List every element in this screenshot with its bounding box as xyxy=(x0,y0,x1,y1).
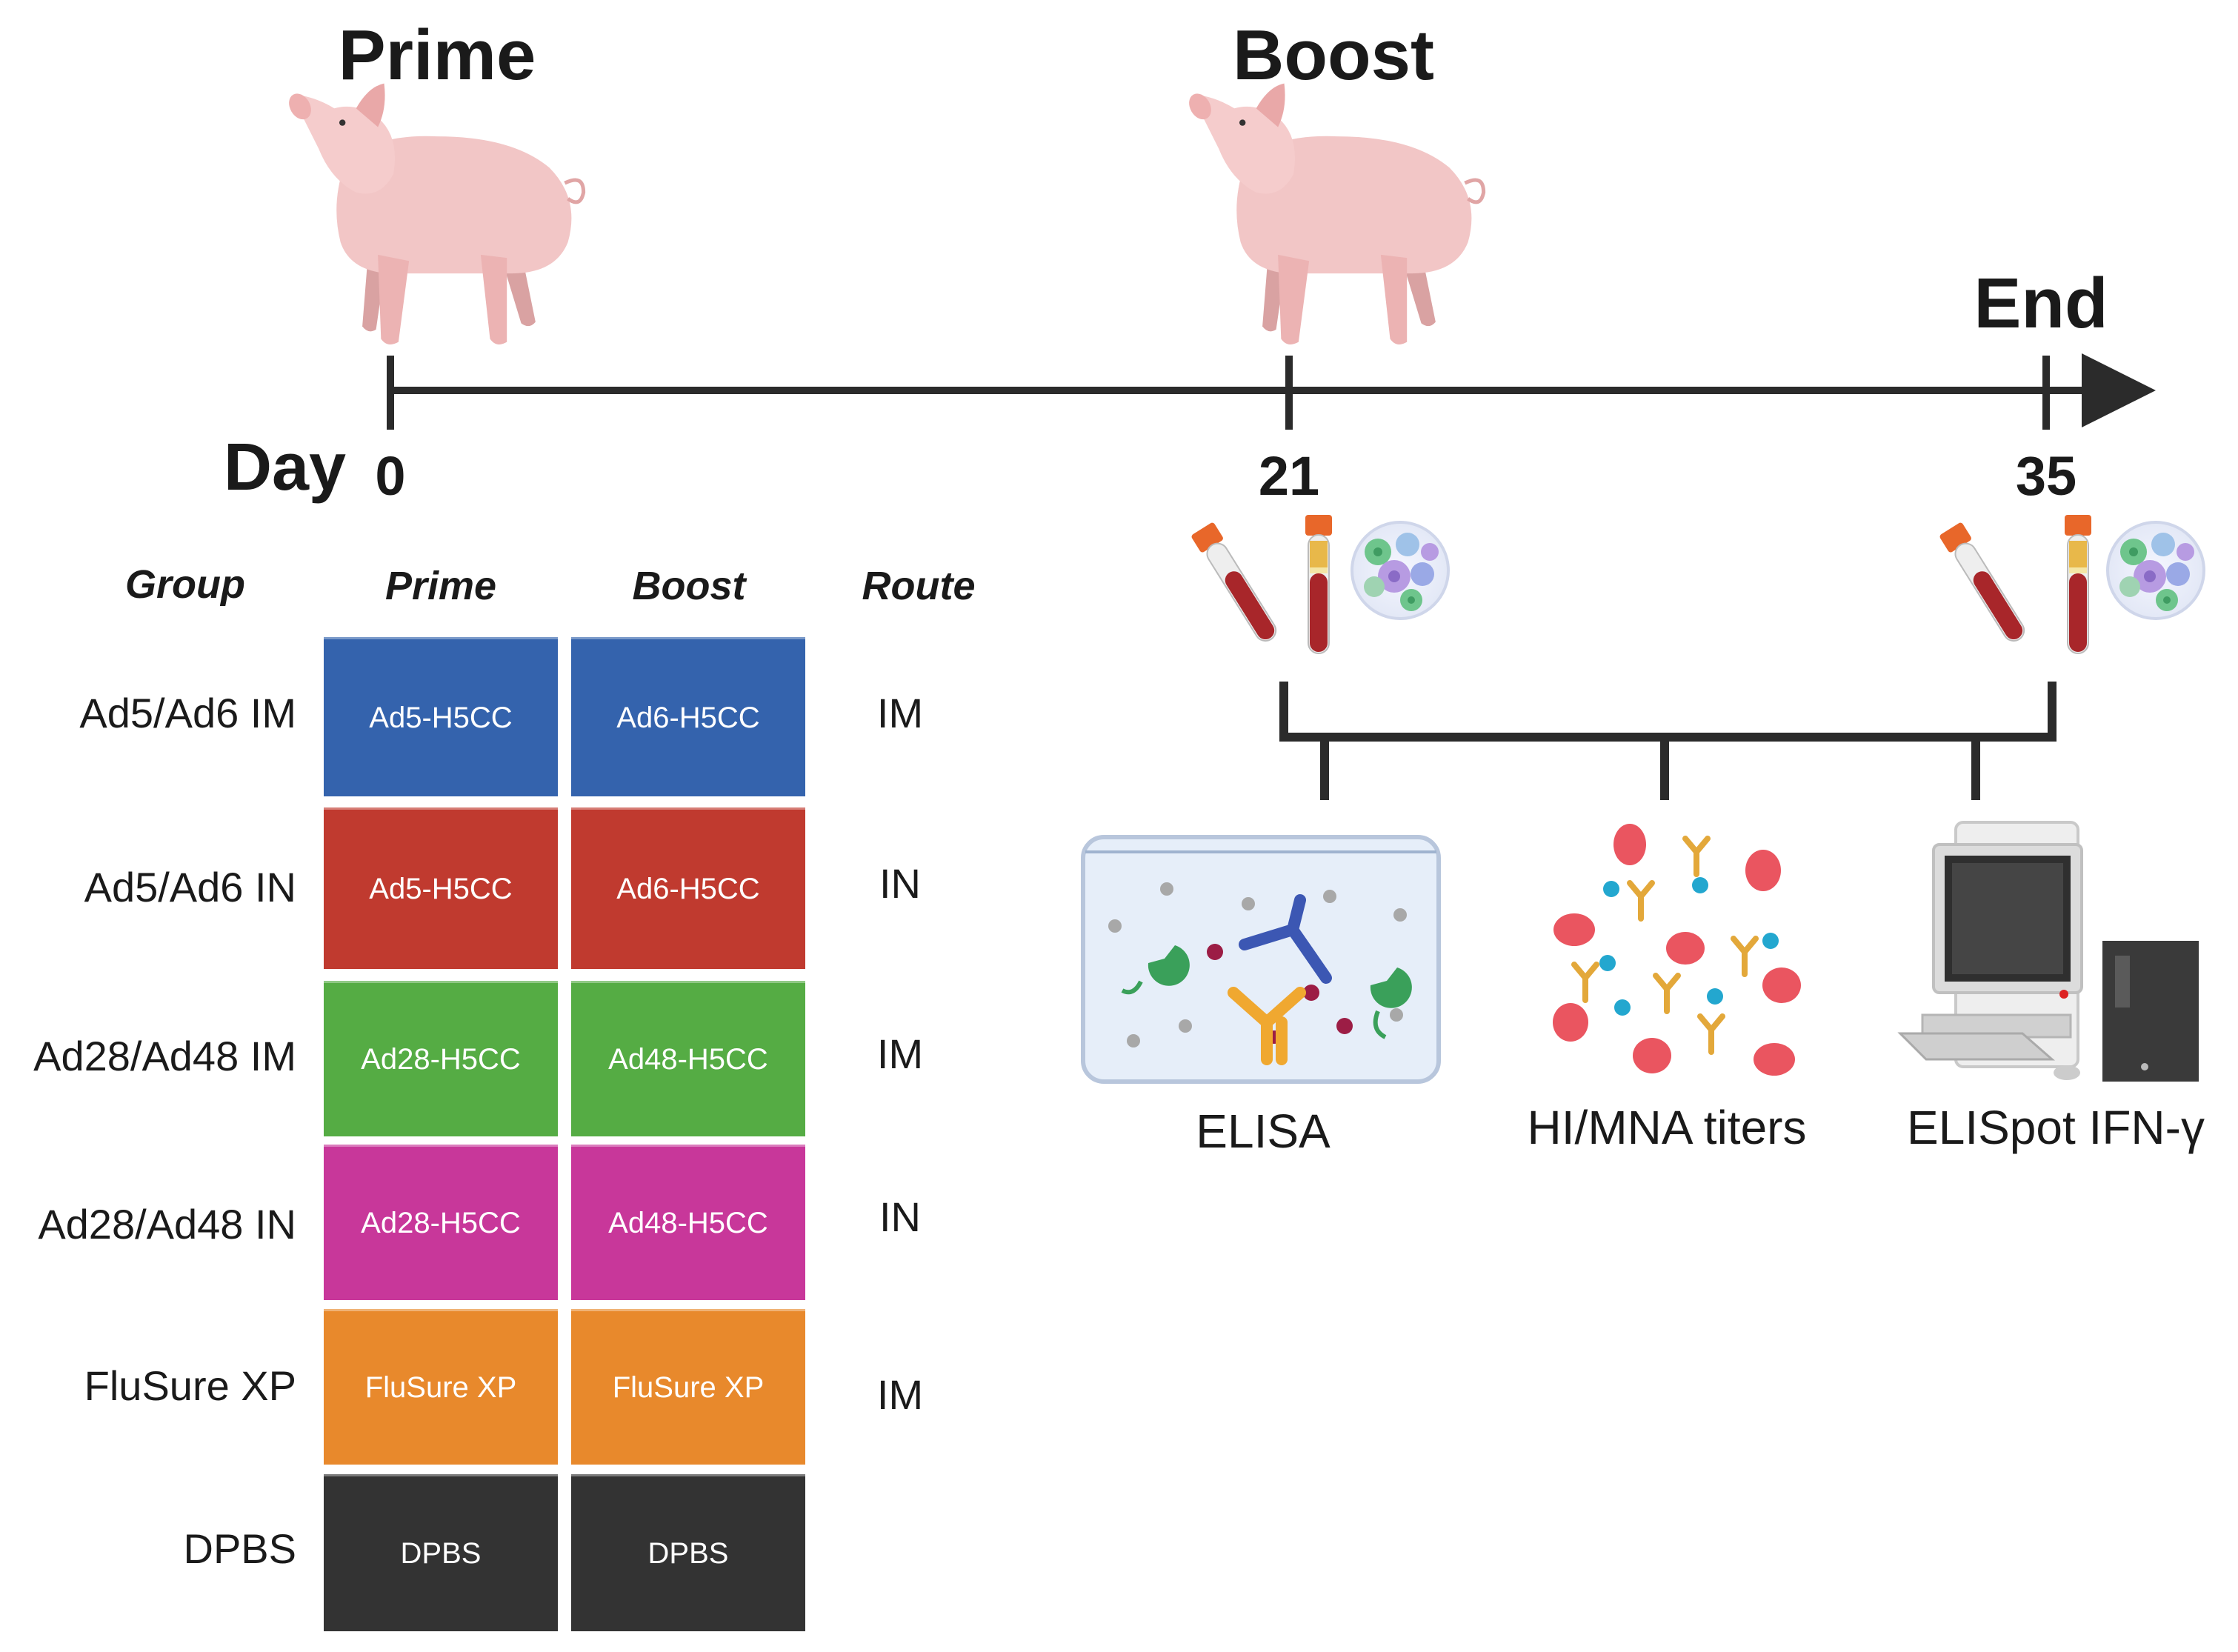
day-label: Day xyxy=(224,430,347,504)
boost-cell: Ad48-H5CC xyxy=(571,1145,805,1300)
group-label: Ad5/Ad6 IM xyxy=(79,690,296,736)
group-label: DPBS xyxy=(183,1525,297,1572)
header-route: Route xyxy=(862,564,976,608)
group-label: Ad28/Ad48 IN xyxy=(38,1201,296,1248)
cells-icon xyxy=(1351,521,1450,620)
boost-cell: Ad6-H5CC xyxy=(571,807,805,969)
prime-cell: FluSure XP xyxy=(324,1309,558,1465)
prime-cell: Ad5-H5CC xyxy=(324,807,558,969)
prime-cell: DPBS xyxy=(324,1474,558,1631)
route-label: IM xyxy=(876,1371,924,1418)
blood-tube-icon xyxy=(1190,521,1283,647)
phase-boost-label: Boost xyxy=(1233,16,1434,95)
prime-cell: Ad28-H5CC xyxy=(324,1145,558,1300)
group-label: FluSure XP xyxy=(84,1362,296,1409)
pig-icon-boost xyxy=(1185,84,1484,344)
assay-elispot-label: ELISpot IFN-γ xyxy=(1907,1101,2205,1154)
phase-end-label: End xyxy=(1974,264,2108,343)
boost-cell: Ad6-H5CC xyxy=(571,637,805,796)
hi-assay-icon xyxy=(1553,824,1801,1076)
prime-cell: Ad28-H5CC xyxy=(324,981,558,1136)
phase-prime-label: Prime xyxy=(338,16,536,95)
assay-hi-mna-label: HI/MNA titers xyxy=(1527,1101,1807,1154)
assay-elisa-label: ELISA xyxy=(1196,1105,1331,1158)
blood-tube-icon xyxy=(1305,514,1333,654)
group-label: Ad5/Ad6 IN xyxy=(84,864,296,910)
boost-cell: FluSure XP xyxy=(571,1309,805,1465)
boost-cell: DPBS xyxy=(571,1474,805,1631)
prime-cell: Ad5-H5CC xyxy=(324,637,558,796)
group-label: Ad28/Ad48 IM xyxy=(33,1033,296,1079)
day-0-label: 0 xyxy=(375,445,406,507)
route-label: IN xyxy=(879,860,921,907)
day-21-label: 21 xyxy=(1258,445,1320,507)
day-35-label: 35 xyxy=(2015,445,2077,507)
sample-bracket xyxy=(1279,682,2057,742)
header-prime: Prime xyxy=(384,564,497,608)
boost-cell: Ad48-H5CC xyxy=(571,981,805,1136)
cells-icon xyxy=(2106,521,2205,620)
blood-tube-icon xyxy=(1938,521,2031,647)
route-label: IM xyxy=(876,1030,924,1077)
header-boost: Boost xyxy=(632,564,746,608)
elisa-plate-icon xyxy=(1081,835,1441,1084)
route-label: IM xyxy=(876,690,924,736)
elispot-reader-icon xyxy=(1897,821,2199,1082)
pig-icon-prime xyxy=(284,84,584,344)
blood-tube-icon xyxy=(2064,514,2092,654)
route-label: IN xyxy=(879,1193,921,1240)
header-group: Group xyxy=(125,562,245,607)
